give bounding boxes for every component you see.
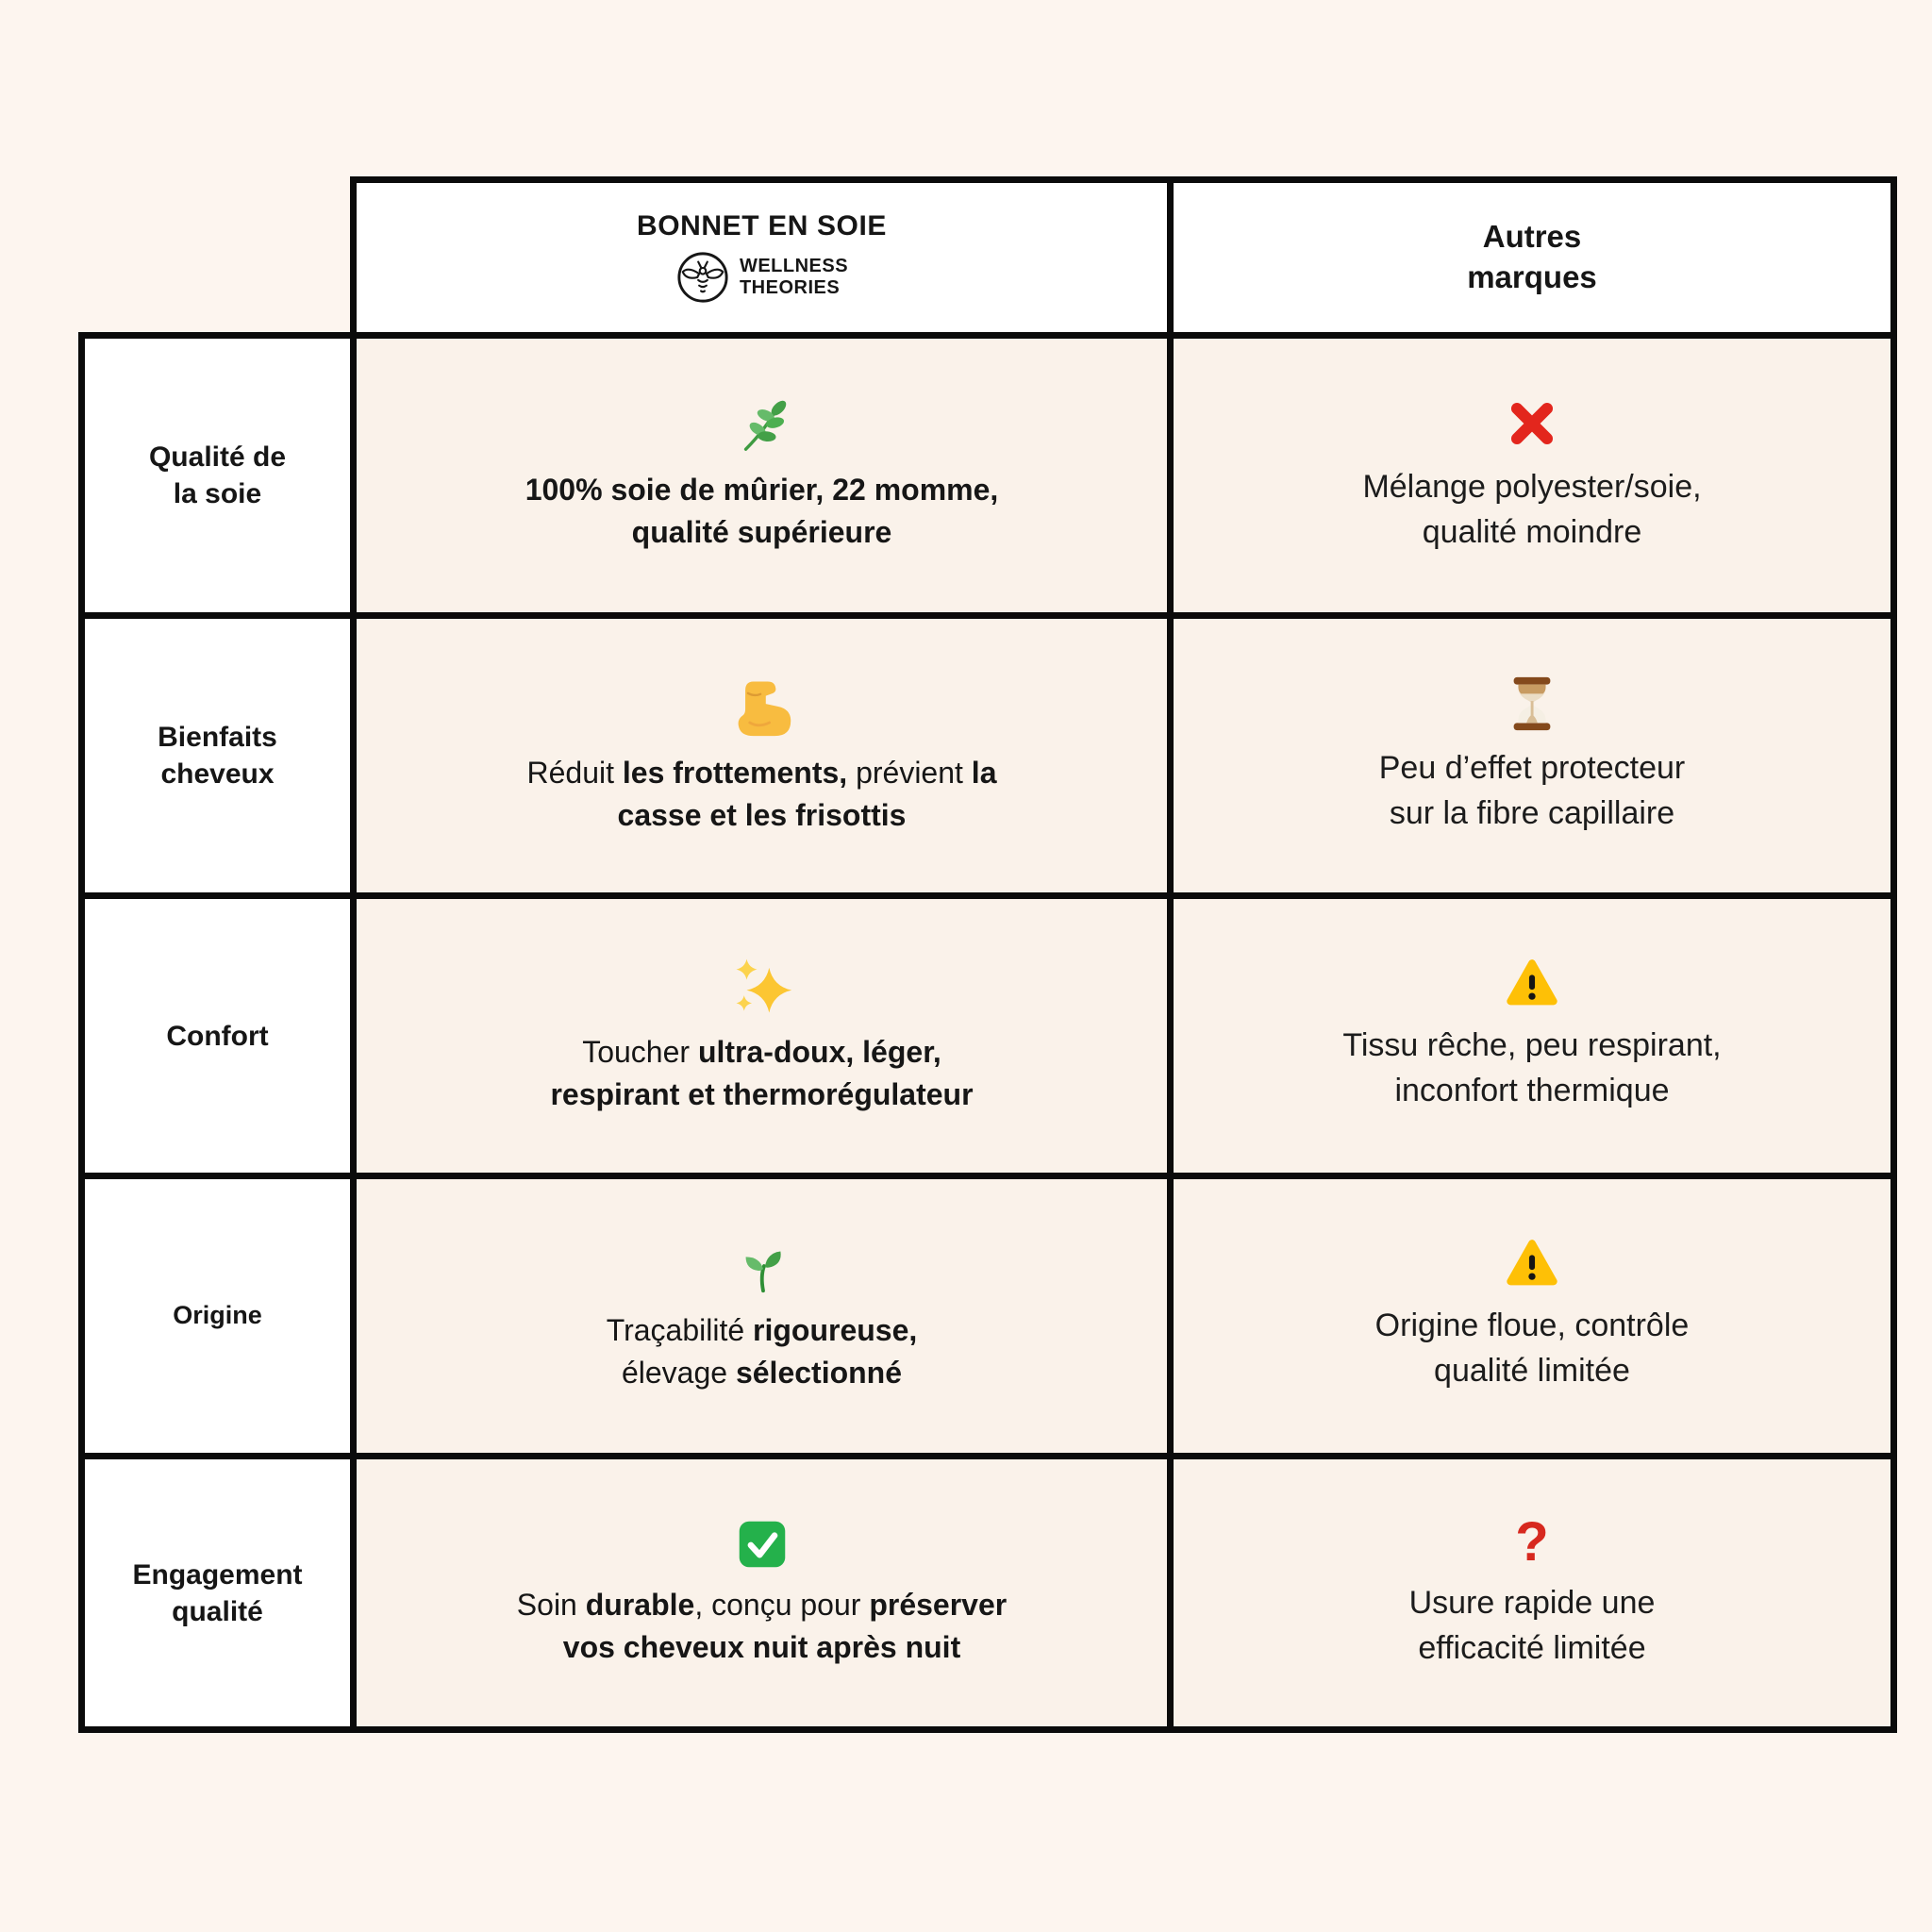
row-label-origine: Origine [78, 1173, 350, 1453]
row-label-engagement-qualite: Engagement qualité [78, 1453, 350, 1733]
other-cell-confort: Tissu rêche, peu respirant, inconfort th… [1167, 892, 1897, 1173]
warning-icon [1506, 958, 1558, 1010]
hourglass-icon [1503, 675, 1561, 733]
other-text-qualite-soie: Mélange polyester/soie, qualité moindre [1362, 469, 1702, 550]
competitor-column-header: Autres marques [1167, 176, 1897, 332]
other-cell-bienfaits-cheveux: Peu d’effet protecteur sur la fibre capi… [1167, 612, 1897, 892]
other-cell-engagement-qualite: ? Usure rapide une efficacité limitée [1167, 1453, 1897, 1733]
brand-cell-confort: Toucher ultra-doux, léger,respirant et t… [350, 892, 1167, 1173]
empty-corner-cell [78, 176, 350, 332]
brand-logo-lockup: WELLNESS THEORIES [675, 250, 848, 305]
product-title: BONNET EN SOIE [636, 210, 888, 242]
other-cell-origine: Origine floue, contrôle qualité limitée [1167, 1173, 1897, 1453]
seedling-icon [733, 1238, 791, 1296]
sparkles-icon [731, 956, 793, 1018]
brand-name-line1: WELLNESS [739, 256, 849, 276]
row-label-confort: Confort [78, 892, 350, 1173]
cross-mark-icon [1504, 395, 1560, 452]
competitor-title: Autres marques [1467, 219, 1597, 294]
other-cell-qualite-soie: Mélange polyester/soie, qualité moindre [1167, 332, 1897, 612]
brand-text-qualite-soie: 100% soie de mûrier, 22 momme,qualité su… [525, 473, 999, 549]
comparison-table: BONNET EN SOIE WELLNESS THEORIES Autres … [78, 176, 1897, 1733]
other-text-bienfaits-cheveux: Peu d’effet protecteur sur la fibre capi… [1378, 750, 1686, 831]
row-label-qualite-soie: Qualité de la soie [78, 332, 350, 612]
herb-icon [733, 397, 791, 456]
brand-text-origine: Traçabilité rigoureuse,élevage sélection… [606, 1313, 918, 1390]
other-text-origine: Origine floue, contrôle qualité limitée [1374, 1307, 1690, 1389]
brand-name-line2: THEORIES [739, 277, 841, 298]
other-text-confort: Tissu rêche, peu respirant, inconfort th… [1342, 1027, 1722, 1108]
warning-icon [1506, 1238, 1558, 1291]
check-box-icon [736, 1518, 789, 1571]
other-text-engagement-qualite: Usure rapide une efficacité limitée [1408, 1584, 1656, 1666]
flexed-biceps-icon [730, 675, 794, 739]
brand-cell-origine: Traçabilité rigoureuse,élevage sélection… [350, 1173, 1167, 1453]
row-label-bienfaits-cheveux: Bienfaits cheveux [78, 612, 350, 892]
question-mark-icon: ? [1515, 1510, 1549, 1573]
brand-text-confort: Toucher ultra-doux, léger,respirant et t… [550, 1035, 974, 1111]
brand-name: WELLNESS THEORIES [740, 256, 848, 299]
bee-logo-icon [677, 252, 728, 303]
brand-column-header: BONNET EN SOIE WELLNESS THEORIES [350, 176, 1167, 332]
brand-cell-qualite-soie: 100% soie de mûrier, 22 momme,qualité su… [350, 332, 1167, 612]
